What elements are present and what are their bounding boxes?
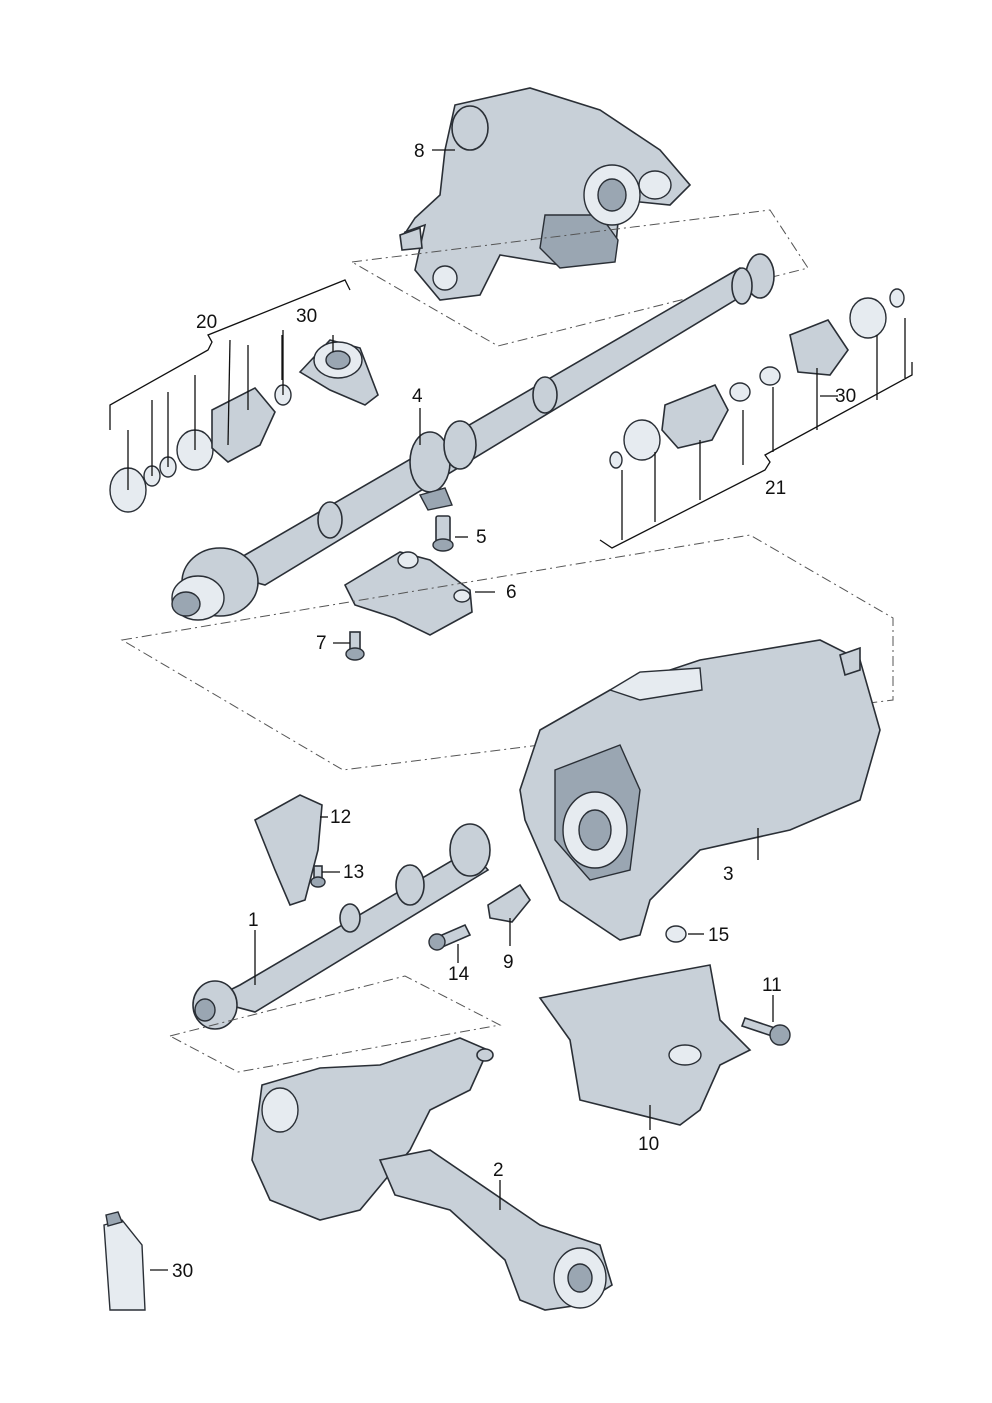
grease-tube <box>103 1211 146 1311</box>
bracket-20 <box>109 279 351 490</box>
callout-labels: 8 4 5 6 7 20 30 30 21 12 13 3 1 15 14 9 … <box>172 141 856 1282</box>
rear-differential <box>399 87 692 301</box>
bolt-5 <box>432 515 454 552</box>
callout-1: 1 <box>248 910 259 931</box>
callout-30-grease: 30 <box>172 1261 193 1282</box>
callout-10: 10 <box>638 1134 659 1155</box>
callout-30-upper-left: 30 <box>296 306 317 327</box>
callout-30-upper-right: 30 <box>835 386 856 407</box>
propeller-shaft-rear <box>171 253 775 621</box>
mounting-bracket-6 <box>343 551 473 636</box>
transfer-case <box>519 639 881 941</box>
callout-7: 7 <box>316 633 327 654</box>
callout-12: 12 <box>330 807 351 828</box>
leader-lines <box>150 149 838 1271</box>
callout-2: 2 <box>493 1160 504 1181</box>
center-bearing <box>298 339 379 406</box>
callout-11: 11 <box>762 975 782 996</box>
callout-15: 15 <box>708 925 729 946</box>
callout-20: 20 <box>196 312 217 333</box>
bolt-11 <box>740 1016 791 1046</box>
callout-8: 8 <box>414 141 425 162</box>
callout-14: 14 <box>448 964 470 985</box>
bolt-14 <box>428 923 472 951</box>
callout-3: 3 <box>723 864 734 885</box>
callout-5: 5 <box>476 527 487 548</box>
callout-4: 4 <box>412 386 423 407</box>
heat-shield-10 <box>538 964 752 1126</box>
bolt-7 <box>345 631 365 661</box>
callout-6: 6 <box>506 582 517 603</box>
callout-21: 21 <box>765 478 786 499</box>
bracket-21 <box>599 318 913 549</box>
heat-shield-12 <box>253 794 323 906</box>
dashed-group-outline-upper <box>350 209 809 347</box>
dashed-group-outline-lower <box>168 975 502 1073</box>
bolt-13 <box>310 865 326 888</box>
dashed-group-outline-middle <box>120 534 894 771</box>
propeller-shaft-front <box>192 823 491 1030</box>
callout-9: 9 <box>503 952 514 973</box>
cv-joint-kit-right <box>609 288 905 469</box>
washer-15 <box>665 925 687 943</box>
front-differential <box>251 1037 613 1311</box>
clamp-9 <box>487 883 531 923</box>
cv-joint-kit-left <box>109 384 292 513</box>
callout-13: 13 <box>343 862 364 883</box>
